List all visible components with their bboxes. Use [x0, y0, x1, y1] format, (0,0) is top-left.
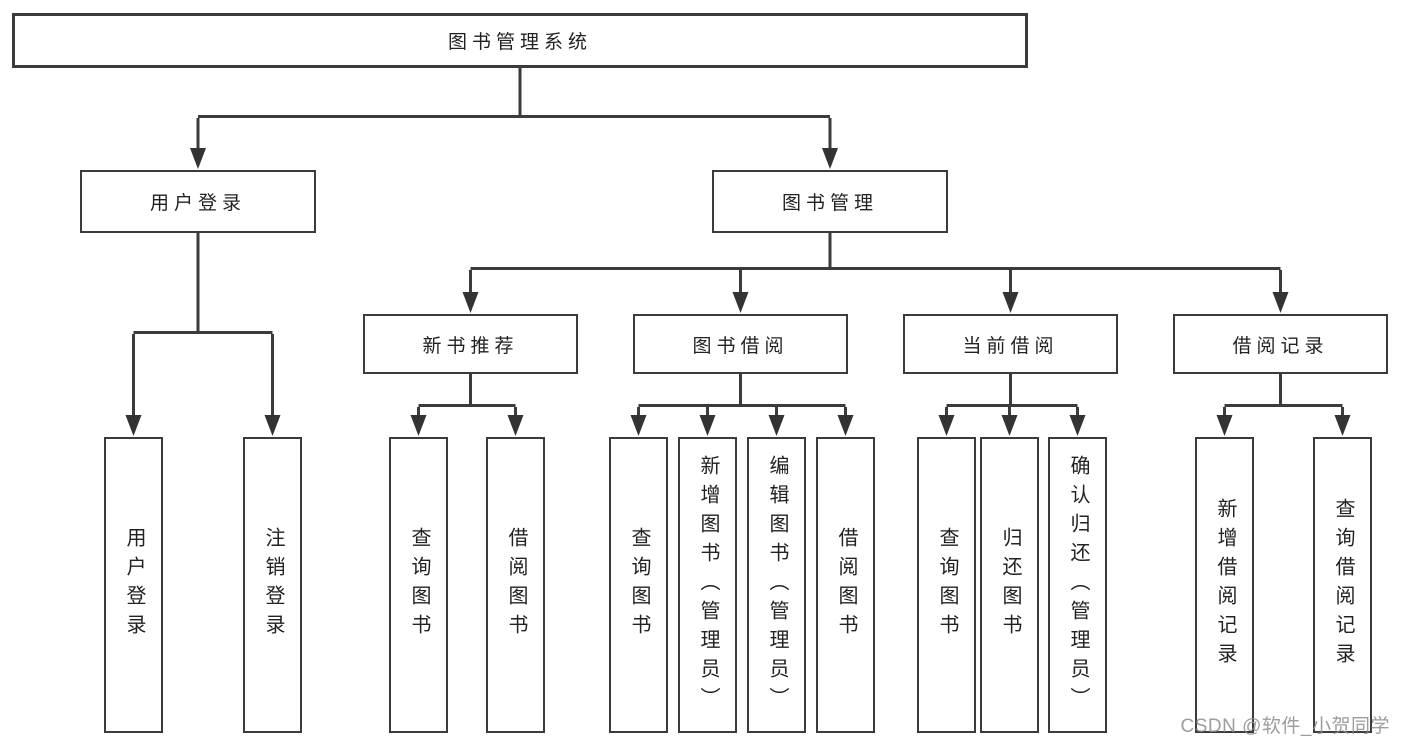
- node-borrow-records: 借阅记录: [1173, 314, 1388, 374]
- leaf-borrow-edit-books-admin-label: 编辑图书（管理员）: [766, 454, 788, 716]
- arrow-down-icon: [410, 415, 427, 436]
- leaf-current-confirm-return-admin-label: 确认归还（管理员）: [1067, 454, 1089, 716]
- arrow-down-icon: [462, 292, 479, 313]
- leaf-borrow-query-books-label: 查询图书: [628, 527, 650, 643]
- node-current-borrow: 当前借阅: [903, 314, 1118, 374]
- arrow-down-icon: [1001, 415, 1018, 436]
- leaf-borrow-edit-books-admin: 编辑图书（管理员）: [747, 437, 806, 733]
- node-new-book-recommend: 新书推荐: [363, 314, 578, 374]
- node-borrow-records-label: 借阅记录: [1232, 335, 1329, 357]
- arrow-down-icon: [507, 415, 524, 436]
- connector-book-borrow-to-children: [630, 374, 854, 436]
- arrow-down-icon: [1334, 415, 1351, 436]
- arrow-down-icon: [1272, 292, 1289, 313]
- leaf-borrow-borrow-books-label: 借阅图书: [835, 527, 857, 643]
- arrow-down-icon: [938, 415, 955, 436]
- arrow-down-icon: [699, 415, 716, 436]
- node-book-manage-label: 图书管理: [781, 193, 878, 214]
- leaf-user-login-label: 用户登录: [123, 527, 145, 643]
- connector-root-to-level2: [190, 68, 838, 169]
- leaf-borrow-add-books-admin-label: 新增图书（管理员）: [697, 454, 719, 716]
- leaf-borrow-add-books-admin: 新增图书（管理员）: [678, 437, 737, 733]
- leaf-borrow-borrow-books: 借阅图书: [816, 437, 875, 733]
- arrow-down-icon: [190, 148, 206, 169]
- leaf-logout-label: 注销登录: [262, 527, 284, 643]
- leaf-logout: 注销登录: [243, 437, 302, 733]
- arrow-down-icon: [732, 292, 749, 313]
- leaf-newbook-borrow-books-label: 借阅图书: [505, 527, 527, 643]
- node-current-borrow-label: 当前借阅: [962, 335, 1059, 357]
- leaf-newbook-query-books: 查询图书: [389, 437, 448, 733]
- node-new-book-recommend-label: 新书推荐: [422, 335, 519, 357]
- leaf-current-return-books-label: 归还图书: [999, 527, 1021, 643]
- leaf-records-query-record: 查询借阅记录: [1313, 437, 1372, 733]
- connector-book-manage-to-level3: [462, 233, 1289, 313]
- connector-user-login-to-children: [125, 233, 281, 436]
- node-user-login: 用户登录: [80, 170, 316, 233]
- connector-new-book-recommend-to-children: [410, 374, 524, 436]
- node-book-borrow-label: 图书借阅: [692, 335, 789, 357]
- leaf-user-login: 用户登录: [104, 437, 163, 733]
- leaf-newbook-borrow-books: 借阅图书: [486, 437, 545, 733]
- leaf-records-add-record: 新增借阅记录: [1195, 437, 1254, 733]
- arrow-down-icon: [264, 415, 281, 436]
- node-book-manage: 图书管理: [712, 170, 948, 233]
- node-root-label: 图书管理系统: [447, 32, 592, 53]
- leaf-current-query-books-label: 查询图书: [936, 527, 958, 643]
- arrow-down-icon: [837, 415, 854, 436]
- connector-current-borrow-to-children: [938, 374, 1086, 436]
- connector-borrow-records-to-children: [1216, 374, 1351, 436]
- arrow-down-icon: [125, 415, 142, 436]
- node-book-borrow: 图书借阅: [633, 314, 848, 374]
- arrow-down-icon: [630, 415, 647, 436]
- leaf-records-query-record-label: 查询借阅记录: [1332, 498, 1354, 672]
- watermark: CSDN @软件_小贺同学: [1180, 716, 1390, 737]
- leaf-records-add-record-label: 新增借阅记录: [1214, 498, 1236, 672]
- arrow-down-icon: [822, 148, 838, 169]
- arrow-down-icon: [1069, 415, 1086, 436]
- arrow-down-icon: [1216, 415, 1233, 436]
- leaf-current-query-books: 查询图书: [917, 437, 976, 733]
- leaf-current-return-books: 归还图书: [980, 437, 1039, 733]
- arrow-down-icon: [1002, 292, 1019, 313]
- arrow-down-icon: [768, 415, 785, 436]
- leaf-borrow-query-books: 查询图书: [609, 437, 668, 733]
- leaf-current-confirm-return-admin: 确认归还（管理员）: [1048, 437, 1107, 733]
- node-user-login-label: 用户登录: [149, 193, 246, 214]
- leaf-newbook-query-books-label: 查询图书: [408, 527, 430, 643]
- node-root: 图书管理系统: [12, 13, 1028, 68]
